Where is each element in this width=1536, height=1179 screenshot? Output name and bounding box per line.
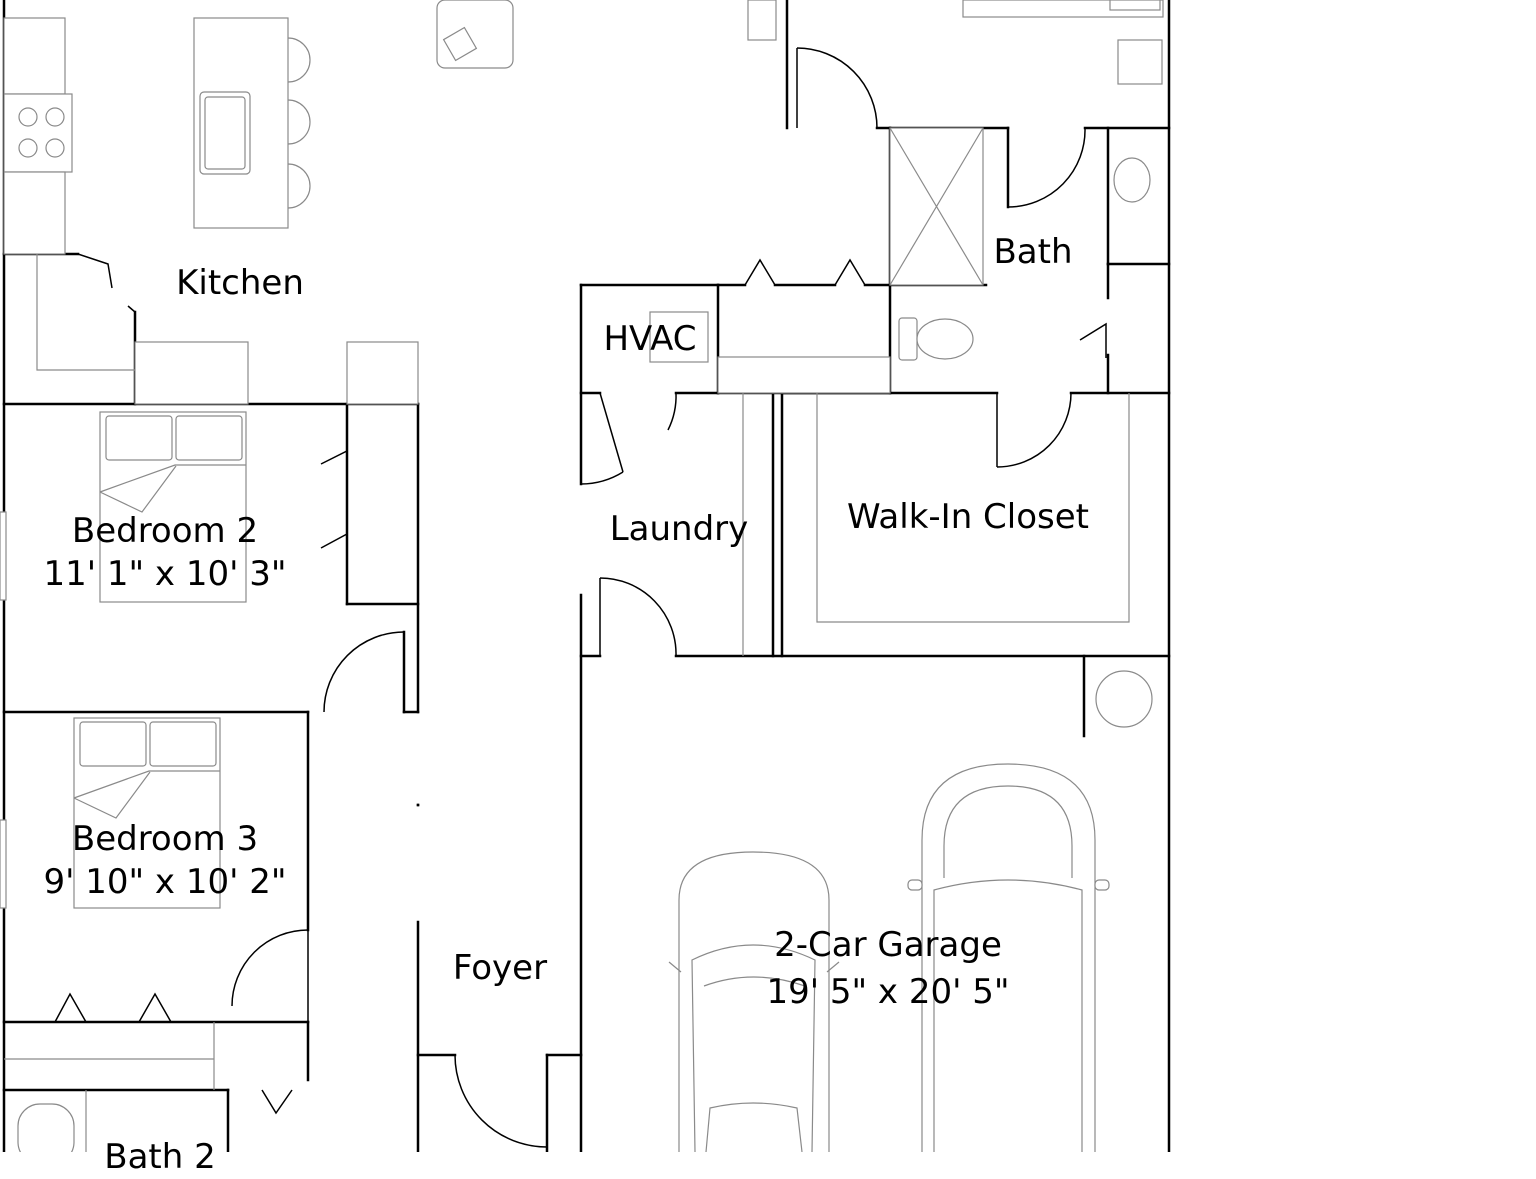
room-label-kitchen: Kitchen [176, 263, 304, 303]
fixtures [0, 0, 1164, 1152]
room-label-bath: Bath [993, 232, 1073, 272]
room-size: 11' 1" x 10' 3" [43, 553, 287, 594]
room-label-bedroom2: Bedroom 2 11' 1" x 10' 3" [43, 510, 286, 595]
room-label-bedroom3: Bedroom 3 9' 10" x 10' 2" [43, 818, 286, 903]
room-label-walk-in-closet: Walk-In Closet [846, 497, 1090, 537]
room-name: Bedroom 3 [71, 819, 259, 859]
room-name: 2-Car Garage [774, 925, 1002, 965]
room-size: 19' 5" x 20' 5" [766, 971, 1010, 1012]
room-label-bath2: Bath 2 [104, 1137, 216, 1177]
room-label-garage: 2-Car Garage 19' 5" x 20' 5" [766, 924, 1009, 1013]
room-label-hvac: HVAC [603, 319, 697, 359]
room-size: 9' 10" x 10' 2" [43, 861, 287, 902]
car-icons [668, 763, 1110, 1152]
doors [54, 47, 1107, 1148]
walls [2, 0, 1171, 1152]
room-label-foyer: Foyer [452, 948, 548, 988]
floor-plan [0, 0, 1171, 1152]
room-name: Bedroom 2 [71, 511, 259, 551]
room-label-laundry: Laundry [609, 509, 749, 549]
